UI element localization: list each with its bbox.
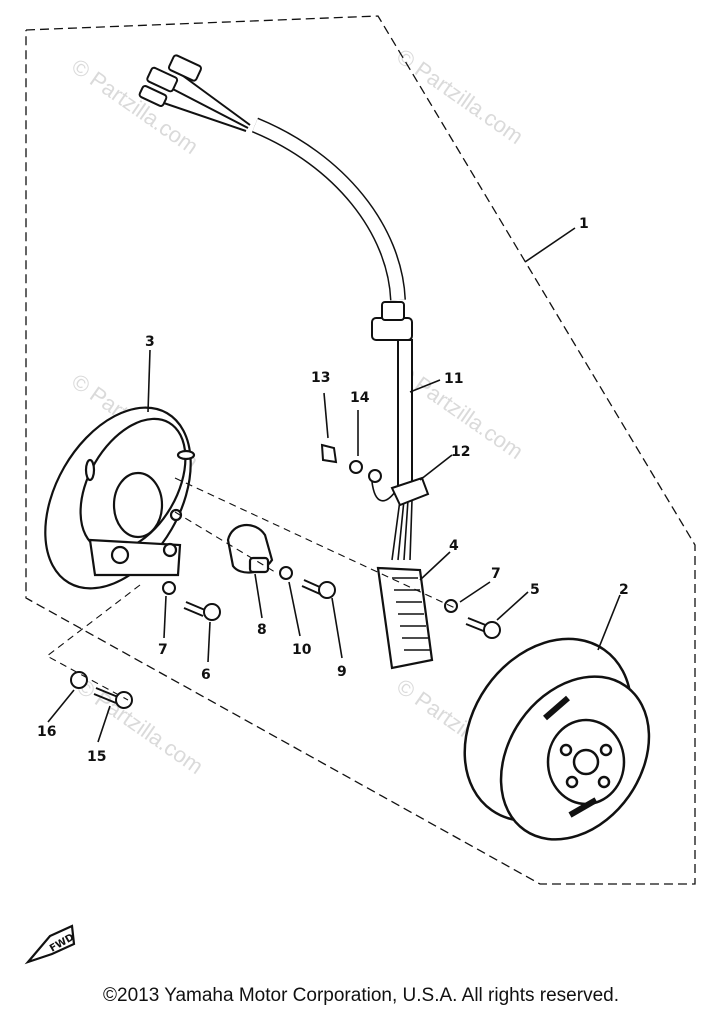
- callout-15: 15: [87, 749, 106, 765]
- forward-arrow-icon: FWD: [24, 924, 76, 965]
- callout-8: 8: [257, 622, 267, 638]
- callout-4: 4: [449, 538, 459, 554]
- connector-terminal: [138, 54, 202, 107]
- copyright-notice: ©2013 Yamaha Motor Corporation, U.S.A. A…: [103, 985, 619, 1006]
- callout-12: 12: [451, 444, 470, 460]
- leader-lines: [47, 227, 621, 743]
- callout-7: 7: [158, 642, 168, 658]
- watermark: © Partzilla.com: [392, 44, 528, 150]
- stator-assembly: [44, 406, 196, 590]
- hardware-parts: [70, 443, 501, 709]
- callout-13: 13: [311, 370, 330, 386]
- callout-1: 1: [579, 216, 589, 232]
- rectifier-regulator: [376, 566, 434, 670]
- callout-14: 14: [350, 390, 370, 406]
- callout-3: 3: [145, 334, 155, 350]
- pickup-coil: [226, 524, 274, 574]
- wire-clamp: [390, 476, 430, 507]
- callout-2: 2: [619, 582, 629, 598]
- callout-9: 9: [337, 664, 347, 680]
- callout-7: 7: [491, 566, 501, 582]
- assembly-guide-lines: [45, 477, 456, 701]
- wire-harness: [154, 69, 413, 561]
- flywheel-rotor: [463, 637, 651, 841]
- assembly-boundary: [25, 15, 696, 885]
- callout-6: 6: [201, 667, 211, 683]
- callout-10: 10: [292, 642, 312, 658]
- callout-5: 5: [530, 582, 540, 598]
- callout-labels: 1 2 3 4 5 6 7 7 8 9 10 11 12 13 14 15 16: [37, 216, 629, 765]
- callout-16: 16: [37, 724, 56, 740]
- callout-11: 11: [444, 371, 463, 387]
